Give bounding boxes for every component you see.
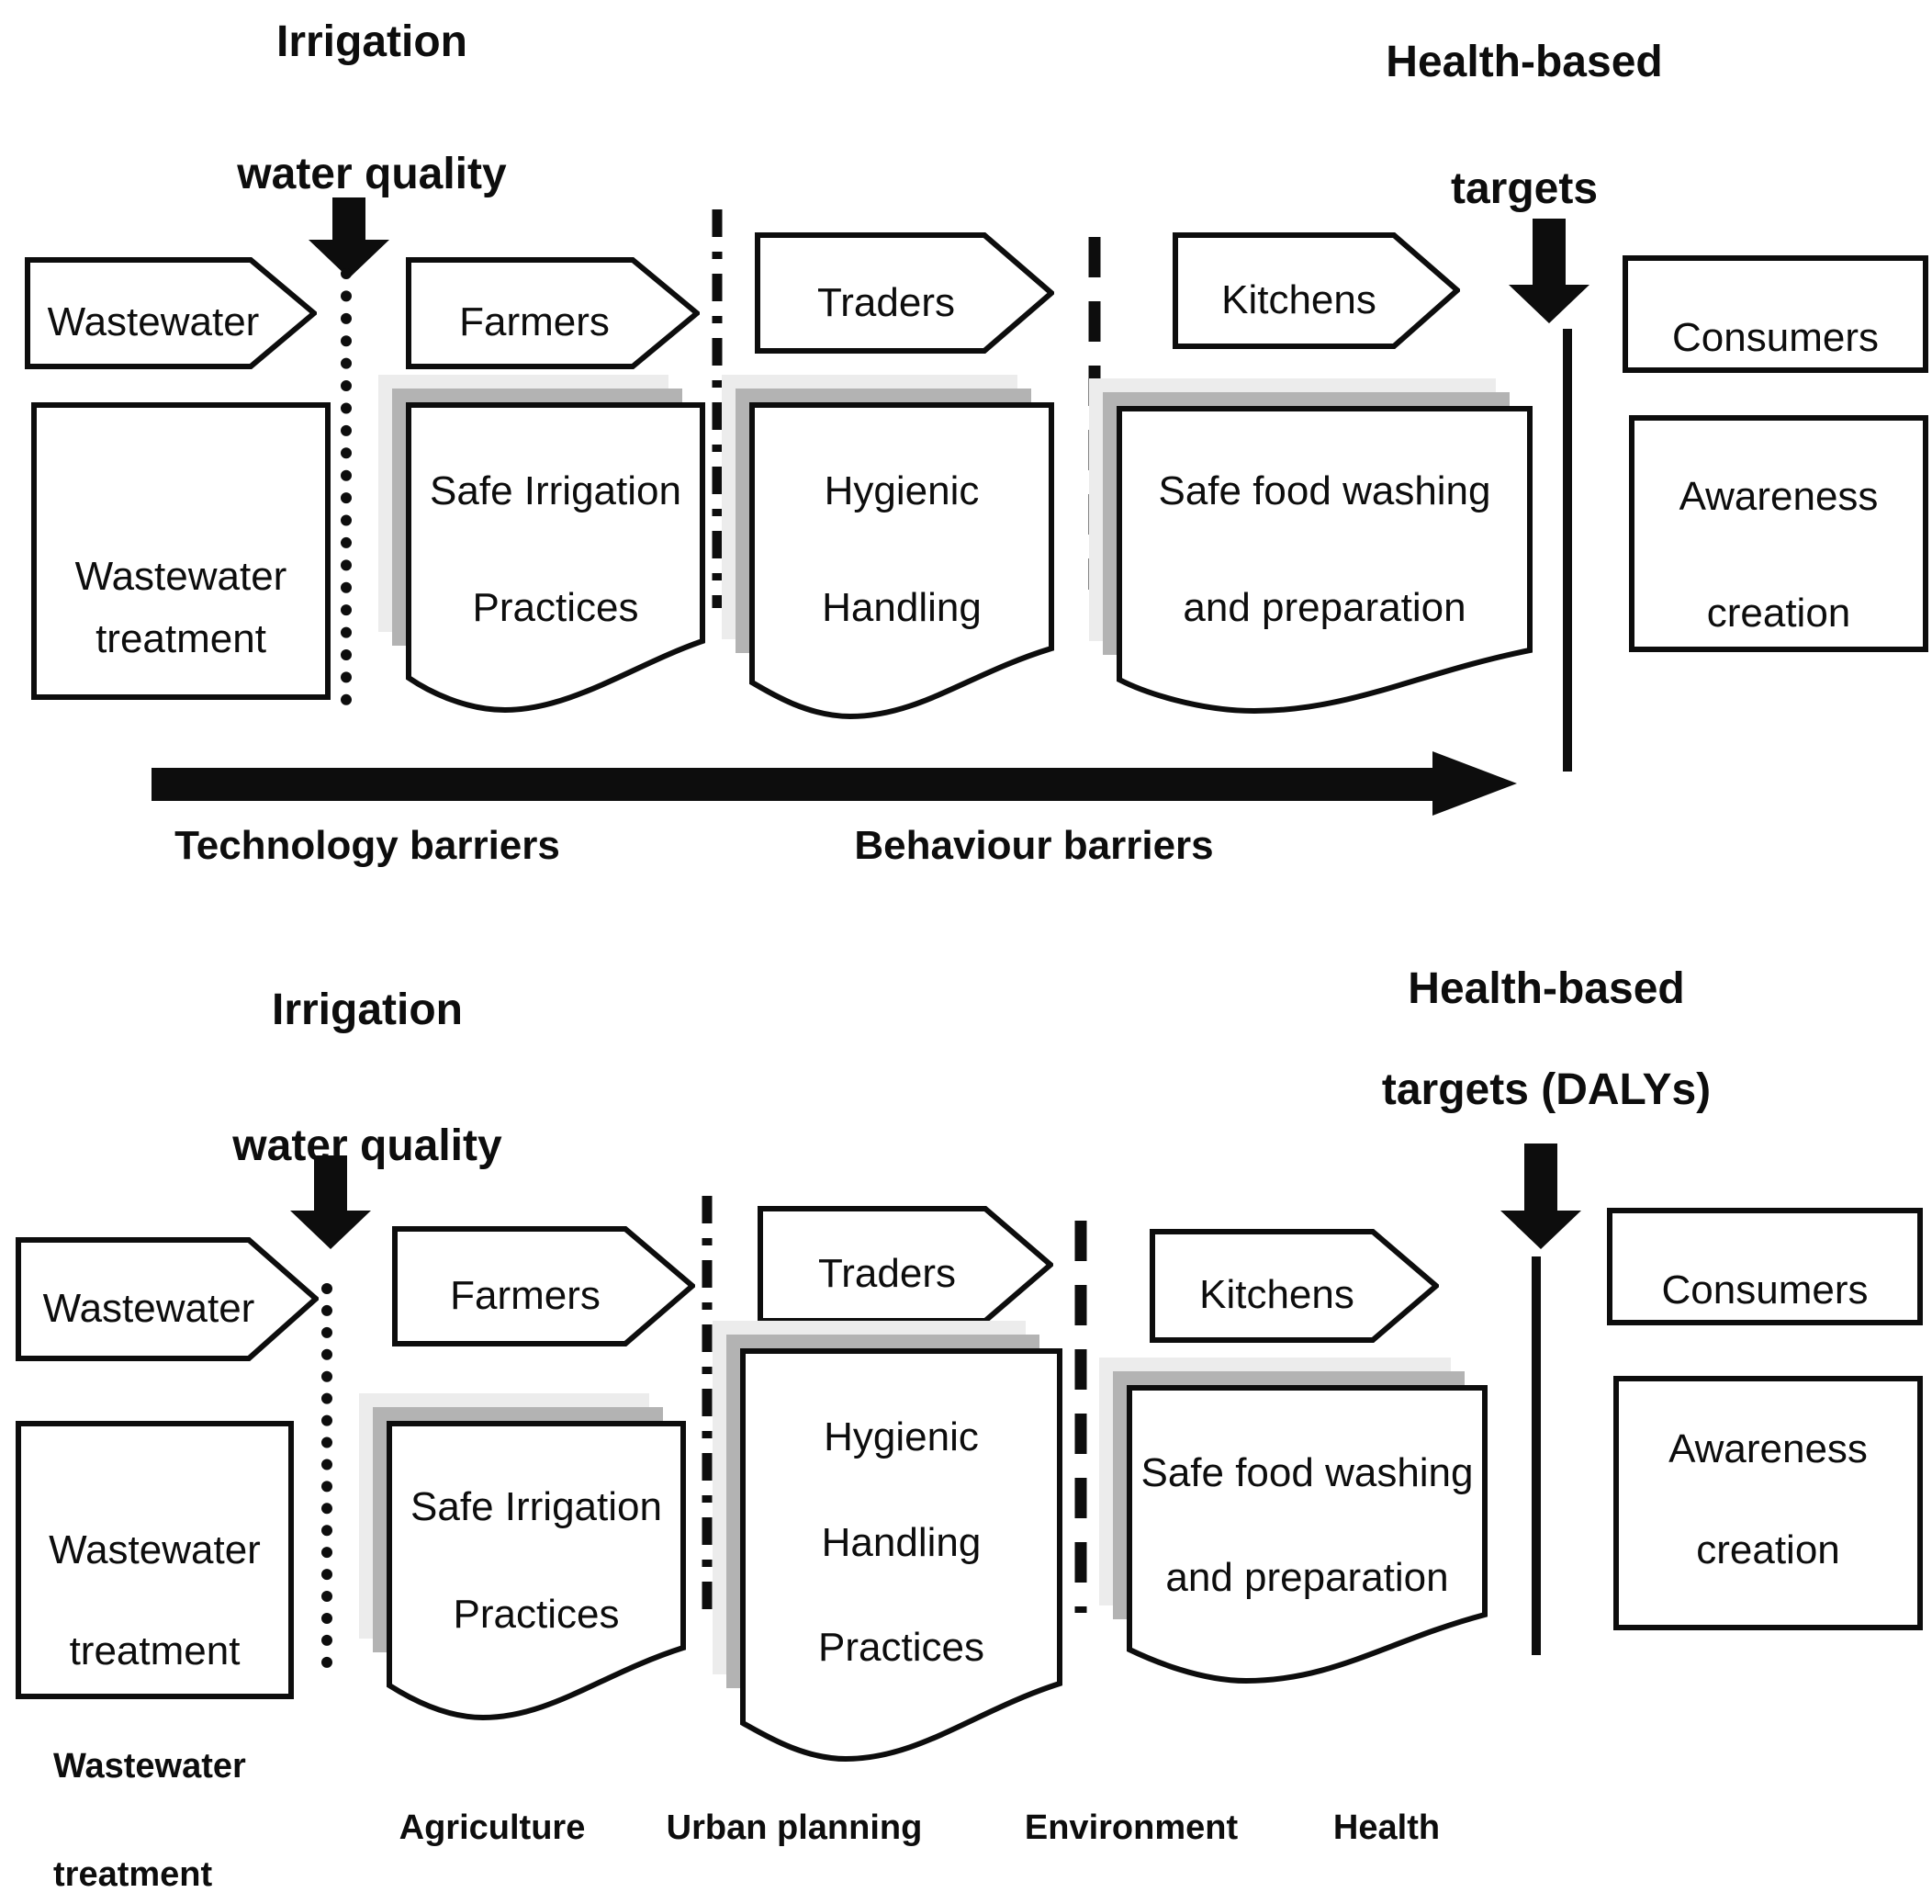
hygienic-handling-practices-doc: Hygienic Handling Practices xyxy=(713,1321,1062,1777)
safe-irrigation-line2: Practices xyxy=(472,585,639,630)
pentagon-farmers-label: Farmers xyxy=(450,1272,601,1318)
wastewater-treatment-line2: treatment xyxy=(95,616,266,661)
safe-food-washing-doc: Safe food washing and preparation xyxy=(1099,1358,1488,1699)
wastewater-treatment-box: Wastewater treatment xyxy=(31,402,331,700)
sector-health-label: Health xyxy=(1332,1808,1441,1847)
awareness-creation-box: Awareness creation xyxy=(1613,1376,1923,1630)
safe-food-washing-doc: Safe food washing and preparation xyxy=(1089,378,1533,729)
flow-arrow-icon xyxy=(152,751,1517,816)
technology-barriers-label: Technology barriers xyxy=(174,823,560,868)
awareness-creation-box: Awareness creation xyxy=(1629,415,1928,652)
sector-wastewater-treatment-label: Wastewater xyxy=(53,1747,246,1786)
wastewater-treatment-line1: Wastewater xyxy=(49,1527,261,1572)
behaviour-barriers-label: Behaviour barriers xyxy=(854,823,1214,868)
safe-food-line2: and preparation xyxy=(1165,1555,1449,1600)
irrigation-water-quality-title: Irrigation xyxy=(275,17,467,66)
pentagon-farmers: Farmers xyxy=(392,1226,695,1346)
hygienic-line1: Hygienic xyxy=(824,468,980,513)
pentagon-wastewater-label: Wastewater xyxy=(42,1286,255,1332)
safe-food-line2: and preparation xyxy=(1183,585,1466,630)
hygienic-line2: Handling xyxy=(821,1520,982,1565)
health-based-targets-title: Health-based xyxy=(1386,38,1663,86)
pentagon-kitchens-label: Kitchens xyxy=(1221,276,1376,322)
pentagon-traders-label: Traders xyxy=(817,279,955,325)
wastewater-treatment-line1: Wastewater xyxy=(74,554,287,599)
sector-environment-label: Environment xyxy=(1024,1808,1239,1847)
safe-irrigation-practices-doc: Safe Irrigation Practices xyxy=(359,1393,686,1736)
pentagon-farmers: Farmers xyxy=(406,257,700,369)
sector-wastewater-treatment-label-line2: treatment xyxy=(53,1855,213,1894)
irrigation-water-quality-title-line2: water quality xyxy=(237,150,507,198)
hygienic-line3: Practices xyxy=(818,1625,984,1670)
awareness-line1: Awareness xyxy=(1668,1426,1868,1471)
consumers-box: Consumers xyxy=(1623,255,1928,373)
awareness-line1: Awareness xyxy=(1679,474,1879,519)
separator-dashed-line xyxy=(1074,1221,1087,1613)
sector-urban-planning-label: Urban planning xyxy=(666,1808,923,1847)
safe-food-line1: Safe food washing xyxy=(1140,1450,1474,1495)
down-arrow-icon xyxy=(1509,219,1589,323)
down-arrow-icon xyxy=(1500,1144,1581,1249)
separator-dotted-line xyxy=(321,1283,332,1668)
hygienic-line2: Handling xyxy=(822,585,982,630)
pentagon-kitchens: Kitchens xyxy=(1173,232,1460,349)
irrigation-water-quality-title-line2: water quality xyxy=(232,1121,502,1170)
wastewater-treatment-line2: treatment xyxy=(69,1628,241,1673)
pentagon-wastewater: Wastewater xyxy=(16,1237,319,1361)
hygienic-handling-doc: Hygienic Handling xyxy=(722,375,1054,735)
safe-food-line1: Safe food washing xyxy=(1158,468,1491,513)
awareness-line2: creation xyxy=(1706,591,1851,636)
down-arrow-icon xyxy=(290,1155,371,1249)
irrigation-water-quality-title: Irrigation xyxy=(271,986,463,1034)
separator-dashdot-line xyxy=(702,1196,713,1617)
pentagon-traders: Traders xyxy=(755,232,1054,354)
hygienic-line1: Hygienic xyxy=(824,1414,979,1459)
awareness-line2: creation xyxy=(1696,1527,1840,1572)
health-based-targets-title-line2: targets xyxy=(1450,164,1599,213)
sector-agriculture-label: Agriculture xyxy=(399,1808,586,1847)
pentagon-farmers-label: Farmers xyxy=(459,299,610,344)
pentagon-traders-label: Traders xyxy=(818,1251,956,1297)
health-based-targets-dalys-title: Health-based xyxy=(1408,964,1685,1013)
separator-solid-line xyxy=(1532,1256,1541,1655)
safe-irrigation-practices-doc: Safe Irrigation Practices xyxy=(378,375,705,728)
pentagon-kitchens-label: Kitchens xyxy=(1199,1271,1354,1317)
pentagon-kitchens: Kitchens xyxy=(1150,1229,1439,1343)
consumers-box: Consumers xyxy=(1607,1208,1923,1325)
wastewater-treatment-box: Wastewater treatment xyxy=(16,1421,294,1699)
pentagon-wastewater-label: Wastewater xyxy=(47,299,260,344)
safe-irrigation-line2: Practices xyxy=(453,1592,620,1637)
consumers-label: Consumers xyxy=(1661,1267,1869,1313)
separator-dashdot-line xyxy=(712,209,723,608)
separator-dotted-line xyxy=(341,268,352,705)
pentagon-wastewater: Wastewater xyxy=(25,257,317,369)
safe-irrigation-line1: Safe Irrigation xyxy=(430,468,681,513)
pentagon-traders: Traders xyxy=(758,1206,1053,1324)
safe-irrigation-line1: Safe Irrigation xyxy=(410,1484,662,1529)
down-arrow-icon xyxy=(309,197,389,278)
health-based-targets-dalys-title-line2: targets (DALYs) xyxy=(1381,1065,1712,1114)
separator-solid-line xyxy=(1563,329,1572,772)
consumers-label: Consumers xyxy=(1672,314,1879,360)
